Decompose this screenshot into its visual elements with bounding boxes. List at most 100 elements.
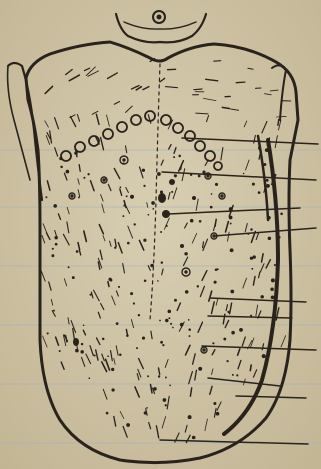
- speck: [229, 216, 233, 220]
- speck: [170, 323, 172, 325]
- speck: [108, 278, 111, 281]
- speck: [236, 374, 238, 376]
- speck: [144, 280, 147, 283]
- speck: [214, 281, 217, 284]
- speck: [263, 163, 266, 166]
- speck: [60, 166, 63, 169]
- speck: [59, 350, 61, 352]
- speck: [107, 355, 109, 357]
- speck: [253, 255, 256, 258]
- speck: [250, 228, 253, 231]
- speck: [74, 151, 78, 155]
- speck: [250, 257, 253, 260]
- speck: [168, 317, 170, 319]
- speck: [230, 290, 234, 294]
- speck: [267, 216, 271, 220]
- speck: [190, 219, 194, 223]
- speck: [169, 385, 171, 387]
- speck: [251, 268, 253, 270]
- speck: [147, 375, 149, 377]
- speck: [230, 248, 234, 252]
- speck: [227, 311, 229, 313]
- speck: [94, 354, 96, 356]
- speck: [119, 353, 122, 356]
- hatch-stroke: [236, 82, 245, 83]
- speck: [197, 285, 199, 287]
- speck: [59, 157, 62, 160]
- speck: [162, 344, 164, 346]
- speck: [163, 398, 167, 402]
- speck: [143, 185, 145, 187]
- speck: [151, 201, 155, 205]
- speck: [144, 411, 147, 414]
- speck: [88, 377, 90, 379]
- speck: [81, 343, 83, 345]
- speck: [126, 423, 130, 427]
- speck: [211, 193, 213, 195]
- epiglottis-dot: [157, 15, 161, 19]
- speck: [120, 186, 122, 188]
- speck: [111, 368, 114, 371]
- speck: [72, 276, 75, 279]
- speck: [262, 354, 266, 358]
- speck: [146, 407, 148, 409]
- speck: [158, 375, 160, 377]
- speck: [54, 236, 57, 239]
- hatch-stroke: [277, 116, 287, 117]
- hatch-stroke: [194, 89, 202, 90]
- speck: [212, 342, 214, 344]
- hatch-stroke: [126, 330, 127, 336]
- speck: [105, 178, 107, 180]
- speck: [198, 367, 202, 371]
- speck: [192, 436, 196, 440]
- speck: [157, 280, 159, 282]
- speck: [165, 225, 167, 227]
- speck: [52, 248, 54, 250]
- speck: [232, 374, 234, 376]
- speck: [114, 247, 116, 249]
- speck: [123, 162, 125, 164]
- speck: [243, 173, 245, 175]
- speck: [280, 213, 283, 216]
- speck: [223, 338, 226, 341]
- speck: [76, 250, 79, 253]
- speck: [270, 287, 274, 291]
- speck: [168, 310, 172, 314]
- speck: [174, 174, 177, 177]
- hatch-stroke: [214, 61, 221, 62]
- speck: [173, 156, 175, 158]
- speck: [268, 237, 271, 240]
- speck: [47, 332, 49, 334]
- speck: [126, 195, 128, 197]
- speck: [190, 174, 192, 176]
- speck: [122, 215, 124, 217]
- speck: [252, 183, 255, 186]
- speck: [152, 208, 154, 210]
- speck: [202, 170, 205, 173]
- speck: [53, 310, 55, 312]
- speck: [178, 155, 181, 158]
- speck: [171, 191, 173, 193]
- hatch-stroke: [250, 365, 251, 371]
- speck: [229, 207, 233, 211]
- speck: [160, 190, 163, 193]
- speck: [247, 233, 249, 235]
- speck: [157, 172, 161, 176]
- speck: [278, 236, 281, 239]
- speck: [133, 302, 135, 304]
- speck: [80, 350, 83, 353]
- speck: [199, 220, 202, 223]
- speck: [78, 196, 80, 198]
- speck: [87, 173, 89, 175]
- speck: [250, 315, 252, 317]
- speck: [172, 327, 174, 329]
- speck: [180, 323, 184, 327]
- speck: [130, 195, 134, 199]
- speck: [148, 214, 150, 216]
- speck: [68, 266, 70, 268]
- speck: [75, 349, 79, 353]
- speck: [161, 261, 163, 263]
- speck: [53, 204, 57, 208]
